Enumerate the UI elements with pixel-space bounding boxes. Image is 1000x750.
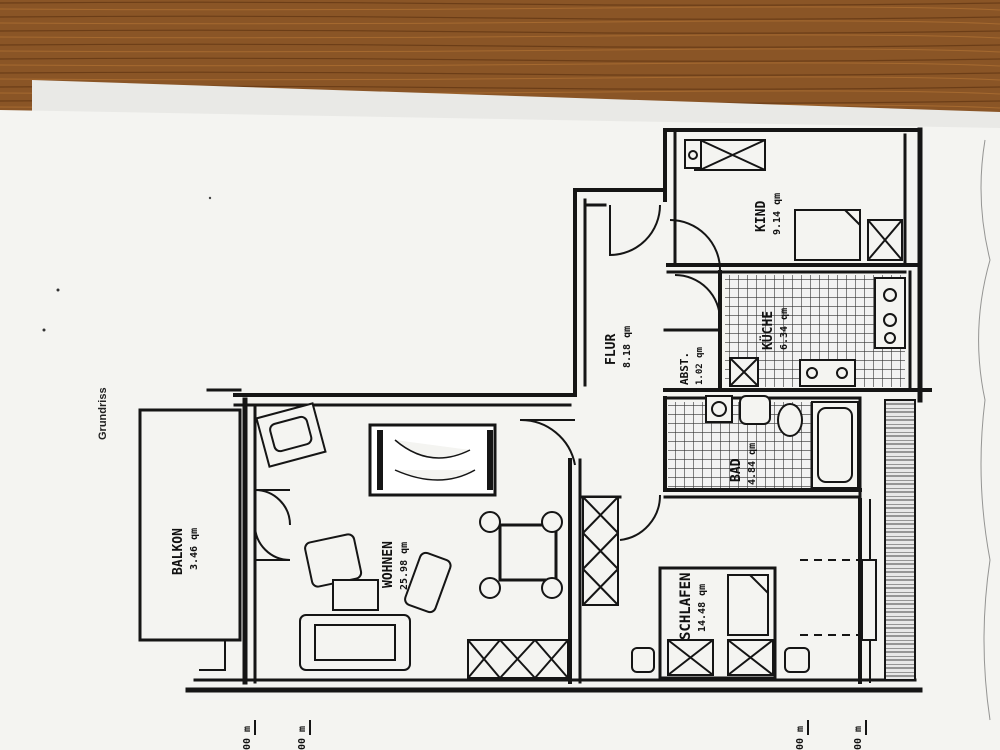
plan-title: Grundriss (97, 387, 109, 440)
room-labels: BALKON 3.46 qm WOHNEN 25.98 qm FLUR 8.18… (171, 193, 790, 640)
wohnen-name: WOHNEN (381, 541, 396, 588)
door-swings (254, 204, 721, 561)
bedroom-furniture (582, 496, 877, 680)
balkon-name: BALKON (171, 528, 186, 575)
dim-label-2: 00 m (297, 726, 308, 750)
kitchen-fixtures (729, 277, 906, 387)
dimension-line (254, 720, 867, 735)
bath-fixtures (705, 395, 859, 489)
kuche-area: 6.34 qm (779, 308, 790, 350)
dim-label-4: 00 m (853, 726, 864, 750)
bad-area: 4.84 qm (747, 443, 758, 485)
flur-area: 8.18 qm (622, 326, 633, 368)
flur-name: FLUR (604, 334, 619, 365)
abst-area: 1.02 qm (695, 346, 705, 385)
kind-name: KIND (754, 201, 769, 232)
handwriting (978, 139, 991, 721)
kind-area: 9.14 qm (772, 193, 783, 235)
dimension-labels: 00 m 00 m 00 m 00 m (242, 726, 864, 750)
dim-label-3: 00 m (795, 726, 806, 750)
schlafen-name: SCHLAFEN (678, 573, 694, 640)
kuche-name: KÜCHE (760, 311, 776, 350)
living-furniture (255, 402, 569, 679)
dim-label-1: 00 m (242, 726, 253, 750)
abst-name: ABST. (678, 352, 691, 385)
wohnen-area: 25.98 qm (399, 542, 410, 590)
balkon-area: 3.46 qm (189, 528, 200, 570)
bad-name: BAD (729, 458, 744, 482)
window-strip (884, 399, 916, 681)
schlafen-area: 14.48 qm (697, 584, 708, 632)
kind-furniture (684, 139, 903, 261)
